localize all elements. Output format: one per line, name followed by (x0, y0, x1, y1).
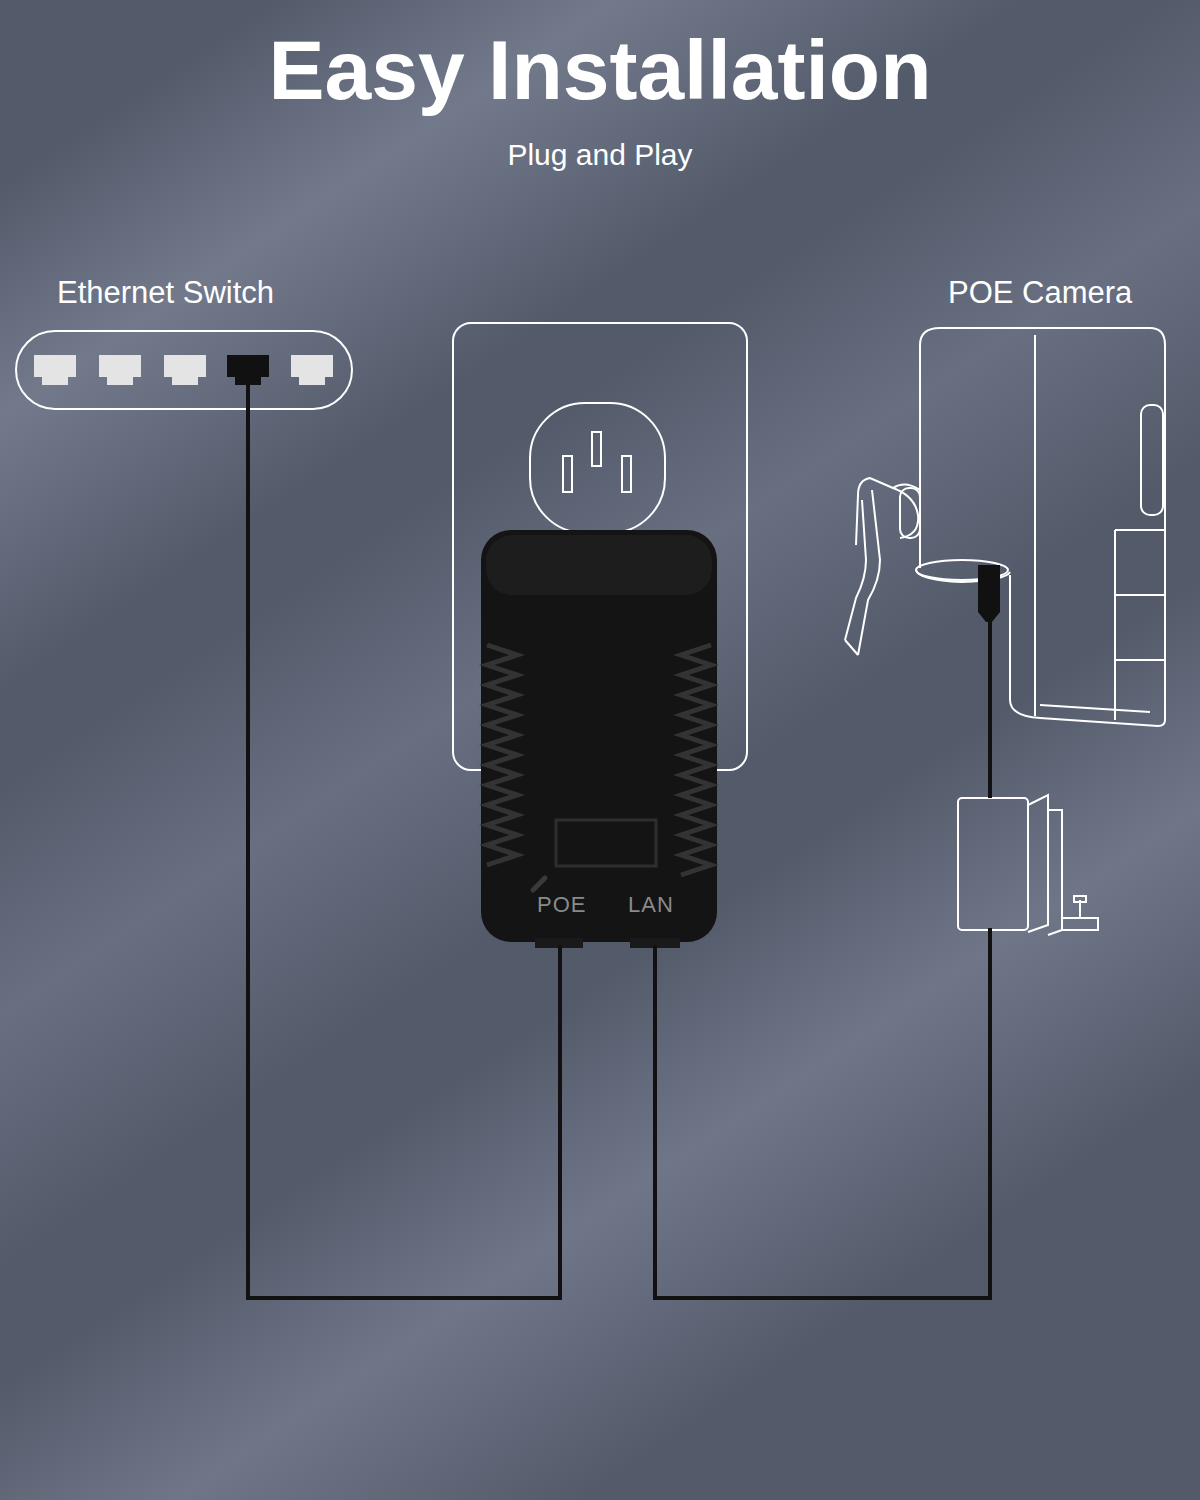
ethernet-cable (655, 935, 990, 1298)
page-subtitle: Plug and Play (0, 138, 1200, 172)
switch-illustration (16, 331, 352, 411)
poe-injector (481, 530, 717, 948)
port-label: LAN (628, 892, 674, 918)
camera-illustration (845, 328, 1165, 935)
device-heading: POE Camera (948, 275, 1132, 311)
device-heading: Ethernet Switch (57, 275, 274, 311)
page-title: Easy Installation (0, 22, 1200, 119)
poe-camera: POE Camera (845, 275, 1170, 935)
camera-cable (978, 565, 1000, 936)
ethernet-cable (248, 410, 560, 1298)
ethernet-switch: Ethernet Switch (14, 275, 354, 410)
port-label: POE (537, 892, 586, 918)
poe-injector: POE LAN (481, 530, 717, 945)
